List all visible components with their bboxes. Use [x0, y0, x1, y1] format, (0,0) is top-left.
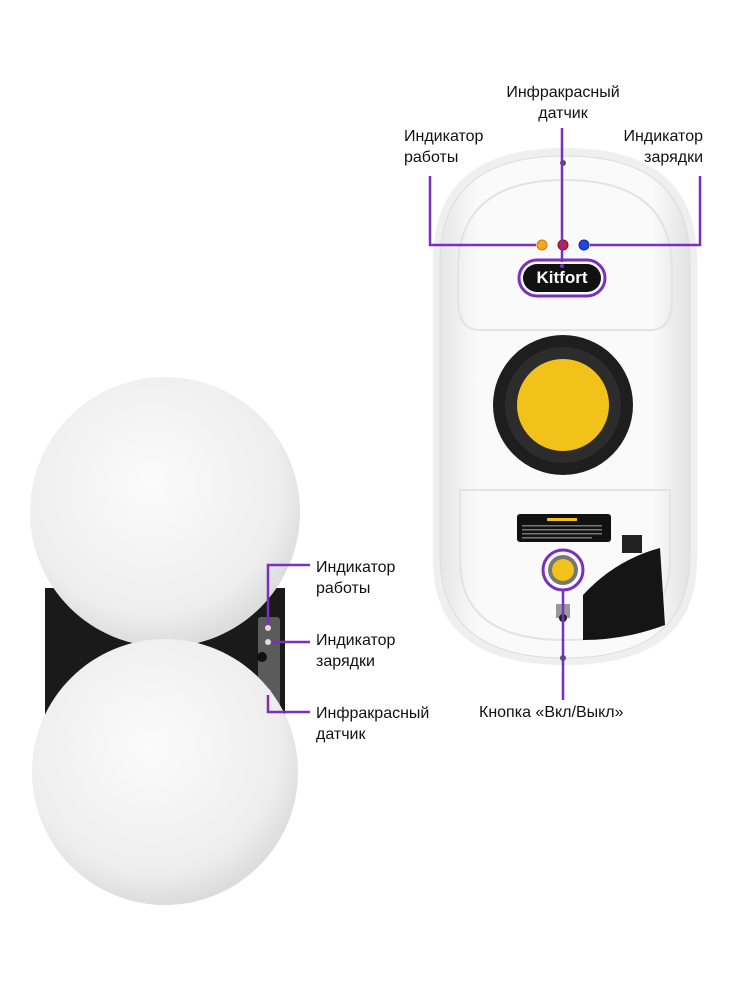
label-ir-sensor-top: Инфракрасный датчик — [495, 82, 631, 124]
power-button[interactable] — [552, 559, 574, 581]
cleaning-pad-bottom — [32, 639, 298, 905]
work-led — [536, 239, 548, 251]
cleaning-pad-top — [30, 377, 300, 647]
label-line: зарядки — [316, 653, 375, 670]
label-charge-indicator-top: Индикатор зарядки — [610, 126, 703, 168]
charging-port-cover — [583, 548, 665, 640]
label-line: датчик — [316, 726, 366, 743]
side-work-led — [265, 625, 271, 631]
callout-lines — [266, 128, 702, 714]
label-work-indicator-top: Индикатор работы — [404, 126, 483, 168]
brand-logo: Kitfort — [537, 268, 588, 287]
side-view-robot — [30, 377, 300, 905]
label-line: Инфракрасный — [316, 705, 430, 722]
warning-label — [517, 514, 611, 542]
label-charge-indicator-side: Индикатор зарядки — [316, 630, 395, 672]
label-ir-sensor-side: Инфракрасный датчик — [316, 703, 429, 745]
label-line: Индикатор — [316, 559, 396, 576]
side-charge-led — [265, 639, 271, 645]
label-line: зарядки — [644, 149, 703, 166]
label-line: Инфракрасный — [506, 84, 620, 101]
label-work-indicator-side: Индикатор работы — [316, 557, 395, 599]
label-line: работы — [316, 580, 371, 597]
label-power-button: Кнопка «Вкл/Выкл» — [479, 704, 624, 721]
label-line: Индикатор — [316, 632, 396, 649]
charge-led — [578, 239, 590, 251]
top-view-robot — [433, 148, 697, 665]
label-line: Индикатор — [623, 128, 703, 145]
label-line: датчик — [538, 105, 588, 122]
label-line: работы — [404, 149, 459, 166]
label-line: Индикатор — [404, 128, 484, 145]
